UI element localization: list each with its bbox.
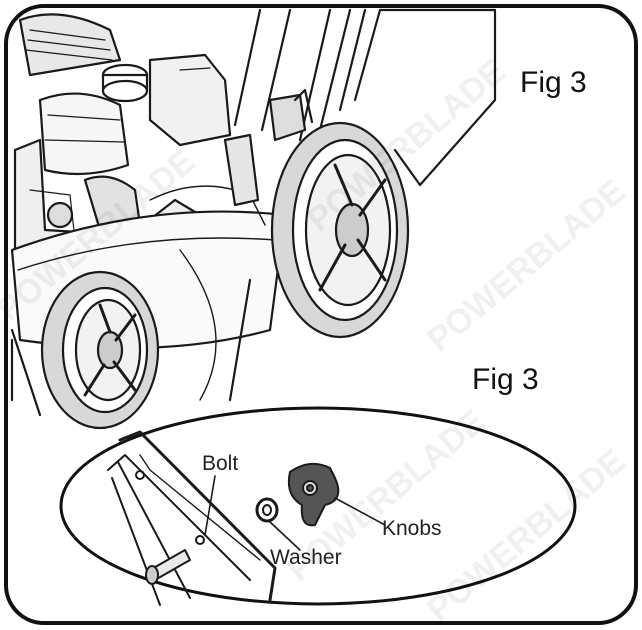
figure-title-top: Fig 3 bbox=[520, 66, 587, 99]
callout-knobs: Knobs bbox=[382, 517, 442, 540]
figure-border bbox=[4, 4, 638, 625]
lawnmower-illustration bbox=[10, 8, 497, 430]
detail-illustration bbox=[107, 430, 386, 606]
figure-title-detail: Fig 3 bbox=[472, 363, 539, 396]
callout-washer: Washer bbox=[270, 546, 342, 569]
callout-bolt: Bolt bbox=[202, 452, 239, 475]
